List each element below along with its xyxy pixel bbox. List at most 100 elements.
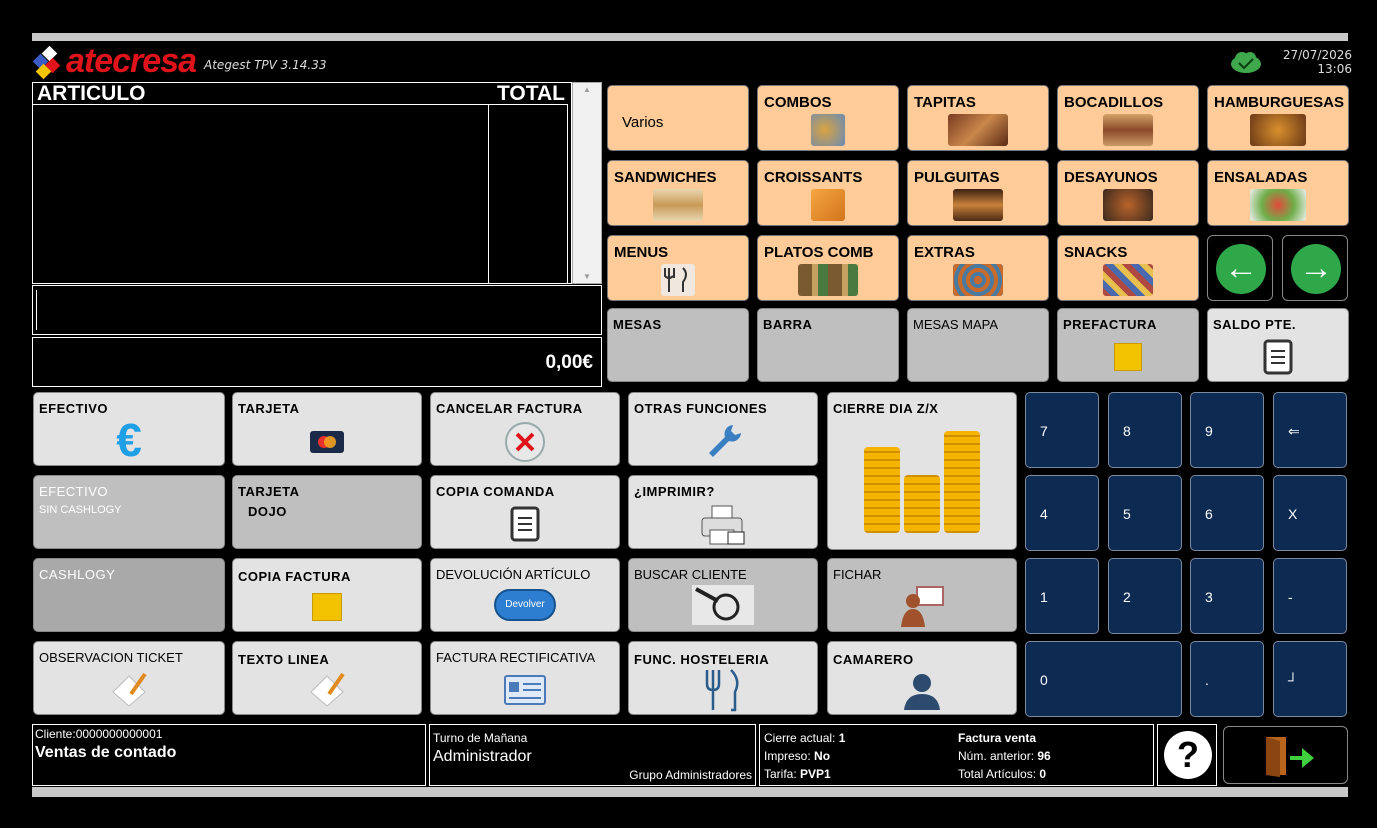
efectivo-sin-cashlogy-button[interactable]: EFECTIVO SIN CASHLOGY [33, 475, 225, 549]
sandwiches-image [653, 189, 703, 221]
time: 13:06 [1317, 62, 1352, 76]
func-hosteleria-button[interactable]: FUNC. HOSTELERIA [628, 641, 818, 715]
imprimir-button[interactable]: ¿IMPRIMIR? [628, 475, 818, 549]
area-mesas[interactable]: MESAS [607, 308, 749, 382]
scroll-down-icon[interactable]: ▼ [583, 272, 591, 281]
category-tapitas[interactable]: TAPITAS [907, 85, 1049, 151]
tarjeta-dojo-label: TARJETA [238, 484, 300, 499]
buscar-cliente-button[interactable]: BUSCAR CLIENTE [628, 558, 818, 632]
key-minus[interactable]: - [1273, 558, 1347, 634]
key-label: 1 [1040, 589, 1048, 605]
help-button[interactable]: ? [1157, 724, 1217, 786]
category-ensaladas[interactable]: ENSALADAS [1207, 160, 1349, 226]
key-enter[interactable]: ┘ [1273, 641, 1347, 717]
category-label: PLATOS COMB [764, 244, 874, 261]
document-icon [1263, 339, 1293, 380]
area-label: PREFACTURA [1063, 317, 1157, 332]
exit-button[interactable] [1223, 726, 1348, 784]
prev-page-button[interactable]: ← [1207, 235, 1273, 301]
cierre-dia-button[interactable]: CIERRE DIA Z/X [827, 392, 1017, 550]
scroll-up-icon[interactable]: ▲ [583, 85, 591, 94]
category-pulguitas[interactable]: PULGUITAS [907, 160, 1049, 226]
category-sandwiches[interactable]: SANDWICHES [607, 160, 749, 226]
factura-rectificativa-button[interactable]: FACTURA RECTIFICATIVA [430, 641, 620, 715]
buscar-cliente-label: BUSCAR CLIENTE [634, 567, 747, 582]
category-label: EXTRAS [914, 244, 975, 261]
otras-funciones-button[interactable]: OTRAS FUNCIONES [628, 392, 818, 466]
category-combos[interactable]: COMBOS [757, 85, 899, 151]
euro-icon: € [116, 414, 142, 466]
shift-label: Turno de Mañana [433, 731, 528, 745]
arrow-right-icon: → [1291, 244, 1341, 294]
prefactura-button[interactable]: PREFACTURA [1057, 308, 1199, 382]
observacion-ticket-button[interactable]: OBSERVACION TICKET [33, 641, 225, 715]
desayunos-image [1103, 189, 1153, 221]
cancelar-factura-button[interactable]: CANCELAR FACTURA [430, 392, 620, 466]
ticket-scrollbar[interactable]: ▲ ▼ [572, 82, 602, 284]
tarifa-label: Tarifa: [764, 767, 797, 781]
area-barra[interactable]: BARRA [757, 308, 899, 382]
category-varios[interactable]: Varios [607, 85, 749, 151]
document-icon [510, 506, 540, 547]
fichar-button[interactable]: FICHAR [827, 558, 1017, 632]
area-mesas-mapa[interactable]: MESAS MAPA [907, 308, 1049, 382]
cashlogy-button[interactable]: CASHLOGY [33, 558, 225, 632]
key-2[interactable]: 2 [1108, 558, 1182, 634]
devolucion-articulo-button[interactable]: DEVOLUCIÓN ARTÍCULO Devolver [430, 558, 620, 632]
key-0[interactable]: 0 [1025, 641, 1182, 717]
ticket-header: ARTICULO TOTAL [33, 82, 571, 105]
key-decimal[interactable]: . [1190, 641, 1264, 717]
next-page-button[interactable]: → [1282, 235, 1348, 301]
copia-comanda-button[interactable]: COPIA COMANDA [430, 475, 620, 549]
category-label: HAMBURGUESAS [1214, 94, 1345, 111]
category-label: Varios [622, 114, 664, 131]
app-version: Ategest TPV 3.14.33 [204, 58, 327, 72]
key-backspace[interactable]: ⇐ [1273, 392, 1347, 468]
customer-panel[interactable]: Cliente:0000000000001 Ventas de contado [32, 724, 426, 786]
category-label: CROISSANTS [764, 169, 863, 186]
coins-stack-icon [862, 429, 982, 544]
category-extras[interactable]: EXTRAS [907, 235, 1049, 301]
copia-factura-button[interactable]: COPIA FACTURA [232, 558, 422, 632]
texto-linea-button[interactable]: TEXTO LINEA [232, 641, 422, 715]
key-1[interactable]: 1 [1025, 558, 1099, 634]
key-3[interactable]: 3 [1190, 558, 1264, 634]
customer-name: Ventas de contado [35, 744, 177, 761]
cutlery-icon [661, 264, 695, 296]
category-menus[interactable]: MENUS [607, 235, 749, 301]
tarjeta-button[interactable]: TARJETA [232, 392, 422, 466]
category-label: SANDWICHES [614, 169, 717, 186]
category-hamburguesas[interactable]: HAMBURGUESAS [1207, 85, 1349, 151]
category-desayunos[interactable]: DESAYUNOS [1057, 160, 1199, 226]
combos-image [811, 114, 845, 146]
saldo-pendiente-button[interactable]: SALDO PTE. [1207, 308, 1349, 382]
key-label: 4 [1040, 506, 1048, 522]
key-multiply[interactable]: X [1273, 475, 1347, 551]
key-7[interactable]: 7 [1025, 392, 1099, 468]
ensaladas-image [1250, 189, 1306, 221]
key-5[interactable]: 5 [1108, 475, 1182, 551]
otras-funciones-label: OTRAS FUNCIONES [634, 401, 768, 416]
line-input[interactable] [32, 285, 602, 335]
key-8[interactable]: 8 [1108, 392, 1182, 468]
impreso-label: Impreso: [764, 749, 811, 763]
func-hosteleria-label: FUNC. HOSTELERIA [634, 652, 770, 667]
ticket-list[interactable]: ARTICULO TOTAL [32, 82, 572, 284]
key-9[interactable]: 9 [1190, 392, 1264, 468]
presenter-icon [899, 585, 945, 632]
efectivo-button[interactable]: EFECTIVO € [33, 392, 225, 466]
category-croissants[interactable]: CROISSANTS [757, 160, 899, 226]
devolucion-label: DEVOLUCIÓN ARTÍCULO [436, 567, 591, 582]
category-platos-comb[interactable]: PLATOS COMB [757, 235, 899, 301]
document-yellow-icon [312, 593, 342, 621]
category-snacks[interactable]: SNACKS [1057, 235, 1199, 301]
tarjeta-dojo-button[interactable]: TARJETA DOJO [232, 475, 422, 549]
category-label: BOCADILLOS [1064, 94, 1164, 111]
key-label: 5 [1123, 506, 1131, 522]
user-panel[interactable]: Turno de Mañana Administrador Grupo Admi… [429, 724, 756, 786]
printer-icon [700, 504, 746, 551]
camarero-button[interactable]: CAMARERO [827, 641, 1017, 715]
key-4[interactable]: 4 [1025, 475, 1099, 551]
category-bocadillos[interactable]: BOCADILLOS [1057, 85, 1199, 151]
key-6[interactable]: 6 [1190, 475, 1264, 551]
